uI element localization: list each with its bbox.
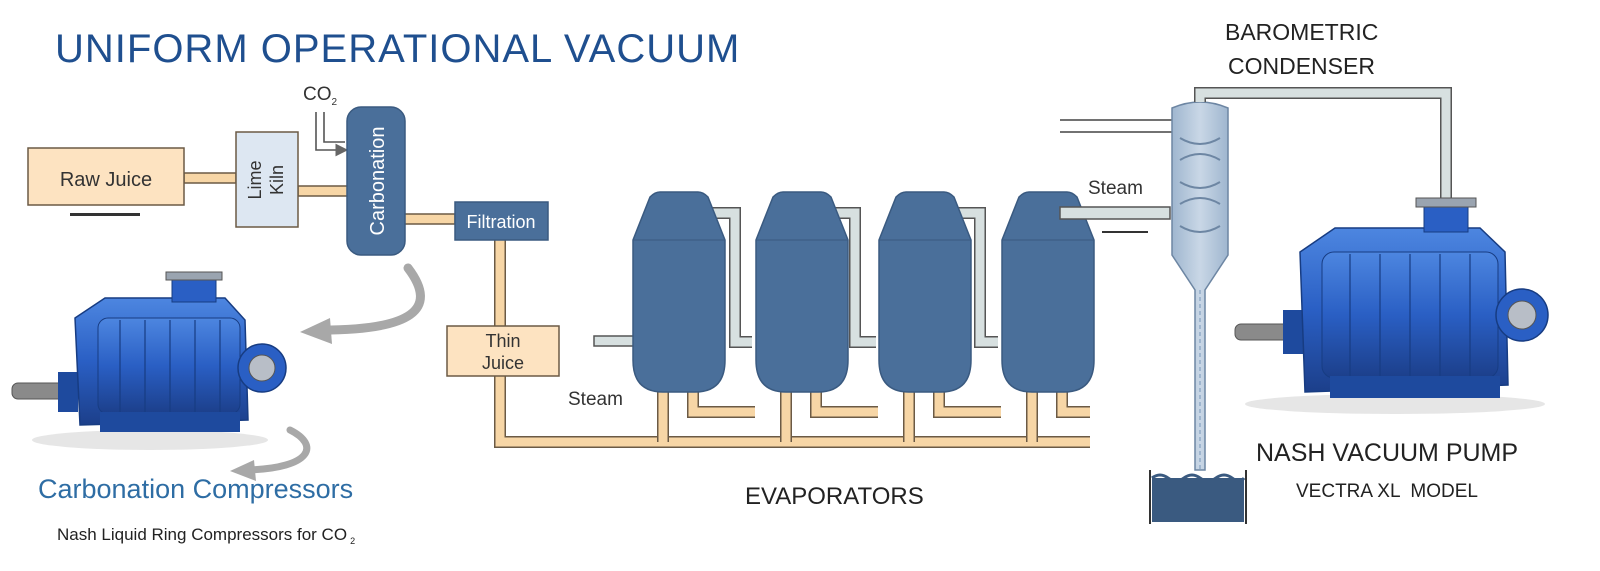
raw-juice-underline xyxy=(70,213,140,216)
raw-juice-box xyxy=(27,147,185,206)
evaporators-label: EVAPORATORS xyxy=(745,483,924,510)
co2-label: CO2 xyxy=(303,84,338,108)
barometric-condenser-icon xyxy=(1171,101,1229,471)
condenser-label-1: BAROMETRIC xyxy=(1225,19,1378,45)
juice-chain-pipes xyxy=(183,172,456,225)
grey-arrow-icon xyxy=(230,263,425,481)
steam-outlet-pipe xyxy=(1059,206,1171,220)
condenser-to-pump-pipe xyxy=(1194,87,1452,200)
evaporator-vessel-1 xyxy=(632,191,726,393)
evaporator-vessel-2 xyxy=(755,191,849,393)
thin-juice-pipes-fill xyxy=(495,236,1090,447)
thin-juice-label-1: Thin xyxy=(485,331,520,351)
evaporator-vessel-3 xyxy=(878,191,972,393)
filtration-box xyxy=(454,201,549,241)
page-title: UNIFORM OPERATIONAL VACUUM xyxy=(55,27,740,71)
juice-links xyxy=(657,392,1090,442)
vacuum-pump-icon xyxy=(1234,197,1549,414)
steam-label-left: Steam xyxy=(568,389,623,410)
lime-kiln-label-1: Lime xyxy=(245,160,265,199)
liquid-ring-compressor-icon xyxy=(11,271,287,450)
carbonation-vessel xyxy=(346,106,406,256)
pump-model: VECTRA XL MODEL xyxy=(1296,481,1478,502)
compressors-title: Carbonation Compressors xyxy=(38,474,353,504)
carbonation-label: Carbonation xyxy=(367,127,389,236)
hotwell-tank xyxy=(1149,470,1247,524)
lime-kiln-label-2: Kiln xyxy=(267,165,287,195)
thin-juice-box xyxy=(446,325,560,377)
lime-kiln-box xyxy=(235,131,299,228)
evaporator-vessel-4 xyxy=(1001,191,1095,393)
filtration-label: Filtration xyxy=(466,212,535,232)
raw-juice-label: Raw Juice xyxy=(60,169,152,191)
steam-outlet-underline xyxy=(1102,231,1148,233)
pump-title: NASH VACUUM PUMP xyxy=(1256,439,1518,467)
co2-inlet-pipe xyxy=(315,112,349,157)
steam-inlet-pipe xyxy=(593,335,635,347)
water-inlet-lines xyxy=(1060,119,1172,133)
juice-links-fill xyxy=(658,392,1090,442)
condenser-label-2: CONDENSER xyxy=(1228,53,1375,79)
steam-label-right: Steam xyxy=(1088,178,1143,199)
thin-juice-label-2: Juice xyxy=(482,353,524,373)
